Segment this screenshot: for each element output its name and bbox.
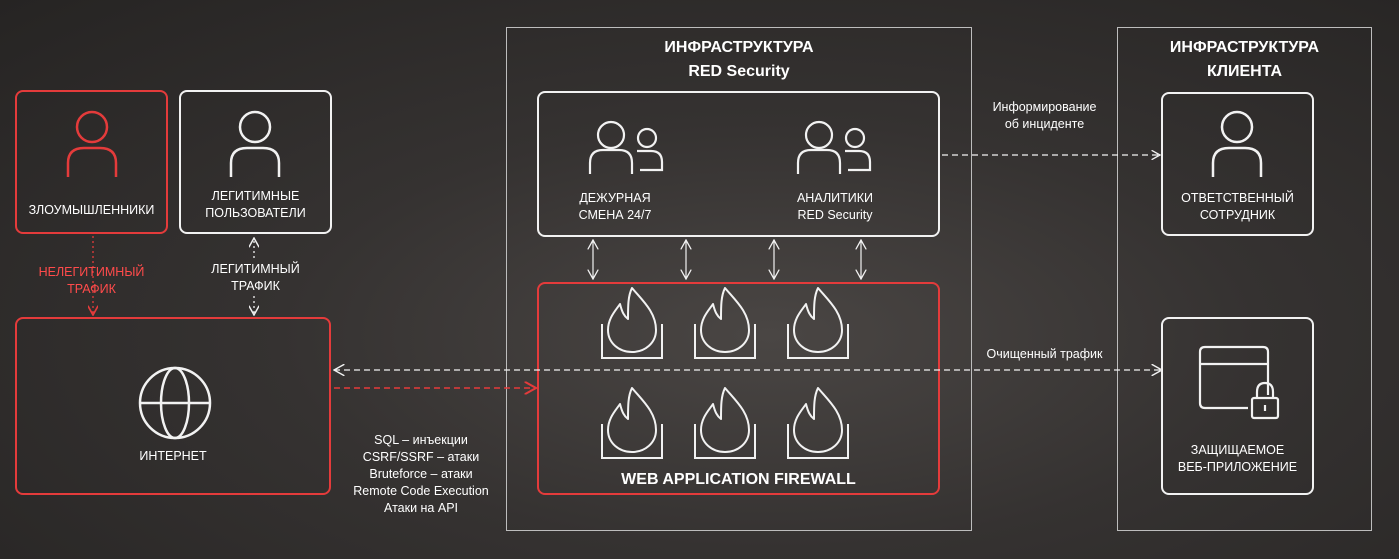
duty-shift-label: ДЕЖУРНАЯ СМЕНА 24/7: [578, 191, 652, 222]
flame-icon: [694, 387, 756, 459]
flame-icon: [694, 287, 756, 359]
analysts-label: АНАЛИТИКИ RED Security: [796, 191, 874, 222]
legit-traffic-label: ЛЕГИТИМНЫЙ ТРАФИК: [211, 262, 300, 293]
attackers-box: [15, 90, 168, 234]
soc-waf-arrows: [593, 240, 861, 279]
attacker-person-icon: [66, 110, 118, 177]
legit-users-label: ЛЕГИТИМНЫЕ ПОЛЬЗОВАТЕЛИ: [205, 189, 306, 220]
client-panel-title: ИНФРАСТРУКТУРА КЛИЕНТА: [1169, 39, 1320, 80]
responsible-person-icon: [1211, 110, 1263, 177]
attack-type-item: Атаки на API: [384, 501, 458, 515]
attack-type-item: Remote Code Execution: [353, 484, 489, 498]
flame-icon: [787, 287, 849, 359]
red-security-panel: [506, 27, 972, 531]
flame-icon: [601, 287, 663, 359]
attack-type-item: SQL – инъекции: [374, 433, 468, 447]
user-person-icon: [229, 110, 281, 177]
waf-box: [537, 282, 940, 495]
flame-icon: [787, 387, 849, 459]
protected-app-box: [1161, 317, 1314, 495]
internet-label: ИНТЕРНЕТ: [139, 449, 207, 463]
red-security-panel-title: ИНФРАСТРУКТУРА RED Security: [664, 39, 814, 80]
attack-types-list: SQL – инъекции CSRF/SSRF – атаки Brutefo…: [336, 432, 506, 517]
analysts-group-icon: [796, 120, 872, 174]
responsible-label: ОТВЕТСТВЕННЫЙ СОТРУДНИК: [1181, 191, 1294, 222]
inform-label: Информирование об инциденте: [992, 100, 1097, 131]
protected-app-label: ЗАЩИЩАЕМОЕ ВЕБ-ПРИЛОЖЕНИЕ: [1177, 443, 1298, 474]
internet-box: [15, 317, 331, 495]
waf-label: WEB APPLICATION FIREWALL: [621, 471, 856, 488]
attackers-label: ЗЛОУМЫШЛЕННИКИ: [28, 203, 155, 217]
clean-traffic-label: Очищенный трафик: [986, 347, 1103, 361]
legit-users-box: [179, 90, 332, 234]
globe-icon: [138, 366, 212, 440]
attack-type-item: Bruteforce – атаки: [369, 467, 473, 481]
flame-icon: [601, 387, 663, 459]
duty-shift-group-icon: [588, 120, 664, 174]
client-panel: [1117, 27, 1372, 531]
web-app-lock-icon: [1198, 345, 1280, 420]
soc-box: [537, 91, 940, 237]
responsible-box: [1161, 92, 1314, 236]
attack-type-item: CSRF/SSRF – атаки: [362, 450, 480, 464]
illegit-traffic-label: НЕЛЕГИТИМНЫЙ ТРАФИК: [38, 265, 145, 296]
